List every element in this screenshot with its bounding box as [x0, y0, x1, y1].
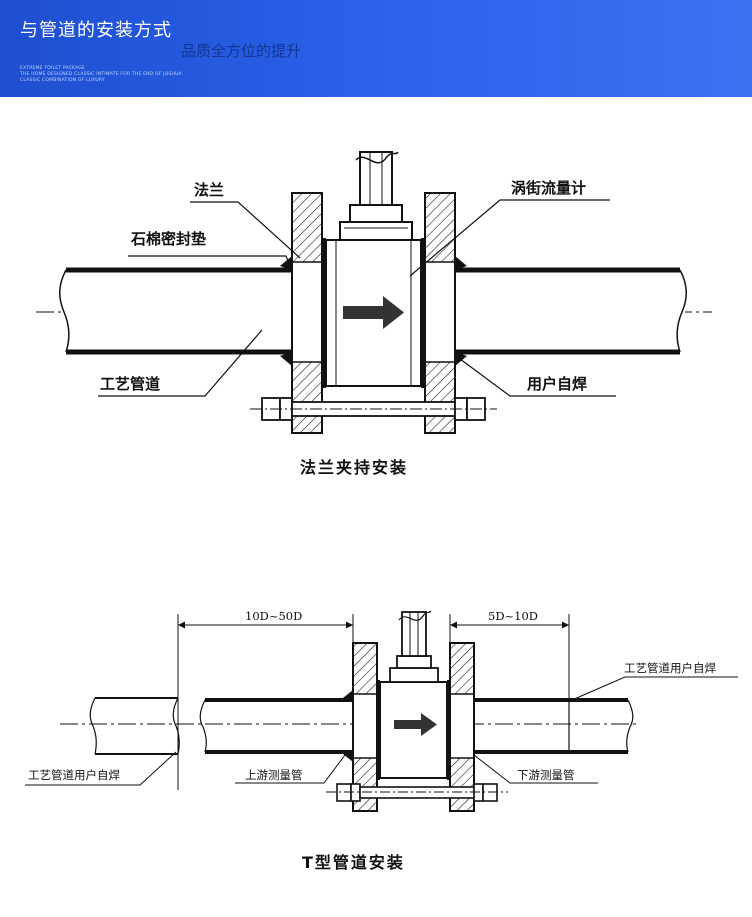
header-banner: 与管道的安装方式 品质全方位的提升 EXTREME TOILET PACKAGE…: [0, 0, 752, 97]
flow-direction-arrow: [343, 296, 404, 329]
left-process-pipe: [89, 697, 180, 755]
banner-tagline-line-3: CLASSIC COMBINATION OF LUXURY: [20, 78, 105, 83]
flow-direction-arrow: [394, 713, 437, 736]
gasket-right: [421, 238, 425, 388]
caption-flange-clamp: 法兰夹持安装: [300, 458, 408, 477]
dimension-upstream-label: 10D~50D: [245, 609, 302, 623]
clamp-bolt: [250, 397, 497, 421]
leader-lines: [25, 676, 738, 786]
left-flange: [291, 192, 323, 434]
vortex-flowmeter-body: [325, 151, 422, 387]
label-vortex-flowmeter: 涡街流量计: [511, 179, 586, 197]
left-process-pipe: [59, 267, 292, 355]
label-pipe-weld-right: 工艺管道用户自焊: [624, 661, 716, 675]
weld-fillet: [280, 352, 292, 366]
label-downstream-pipe: 下游测量管: [517, 768, 575, 782]
flange-clamp-diagram: 法兰 石棉密封垫 涡街流量计 工艺管道 用户自焊 法兰夹持安装: [36, 151, 712, 477]
label-process-pipe: 工艺管道: [100, 375, 160, 393]
right-flange: [449, 642, 475, 812]
weld-fillet: [455, 256, 467, 270]
downstream-measuring-pipe: [450, 698, 634, 754]
banner-subtitle: 品质全方位的提升: [181, 42, 302, 60]
t-pipeline-diagram: 10D~50D 5D~10D: [25, 609, 738, 872]
vortex-flowmeter-body: [379, 610, 448, 779]
label-upstream-pipe: 上游测量管: [245, 768, 303, 782]
banner-tagline-line-1: EXTREME TOILET PACKAGE: [20, 66, 86, 71]
leader-lines: [98, 199, 616, 397]
weld-fillet: [280, 256, 292, 270]
label-asbestos-gasket: 石棉密封垫: [130, 230, 206, 248]
banner-title: 与管道的安装方式: [20, 20, 172, 41]
right-process-pipe: [455, 267, 687, 355]
upstream-measuring-pipe: [199, 698, 353, 754]
right-flange: [424, 192, 456, 434]
clamp-bolt: [326, 783, 508, 802]
caption-t-pipeline: T型管道安装: [302, 853, 405, 872]
label-flange: 法兰: [194, 181, 224, 199]
banner-tagline-line-2: THE HOME DESIGNED CLASSIC INTIMATE FOR T…: [20, 72, 182, 77]
dimension-downstream-label: 5D~10D: [488, 609, 538, 623]
label-user-weld: 用户自焊: [527, 375, 587, 393]
gasket-left: [322, 238, 326, 388]
label-pipe-weld-left: 工艺管道用户自焊: [28, 768, 120, 782]
